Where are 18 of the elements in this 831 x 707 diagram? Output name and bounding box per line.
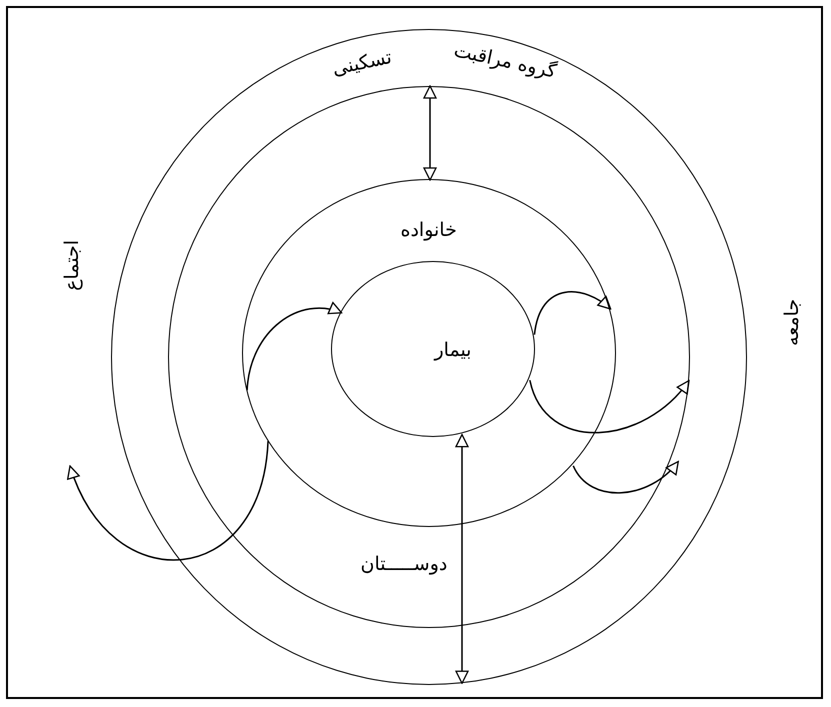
double-arrow [423, 85, 437, 181]
ring-label: تسکینی [330, 46, 394, 81]
side-label: جامعه [780, 298, 804, 346]
side-label: اجتماع [60, 239, 84, 290]
curved-arrow [534, 291, 612, 335]
ring-ellipse [242, 179, 616, 527]
double-arrow [455, 434, 469, 684]
ring-label: دوســـــتان [360, 552, 448, 576]
ring-label: بیمار [434, 338, 472, 362]
curved-arrow [572, 460, 679, 494]
ring-label: خانواده [400, 219, 457, 242]
ring-ellipse [330, 260, 534, 436]
curved-arrow [246, 302, 342, 390]
ring-ellipse [111, 29, 747, 685]
ring-ellipse [168, 86, 690, 628]
curved-arrow [529, 380, 690, 434]
curved-arrow [68, 440, 269, 560]
ring-label: گروه مراقبت [451, 39, 558, 84]
